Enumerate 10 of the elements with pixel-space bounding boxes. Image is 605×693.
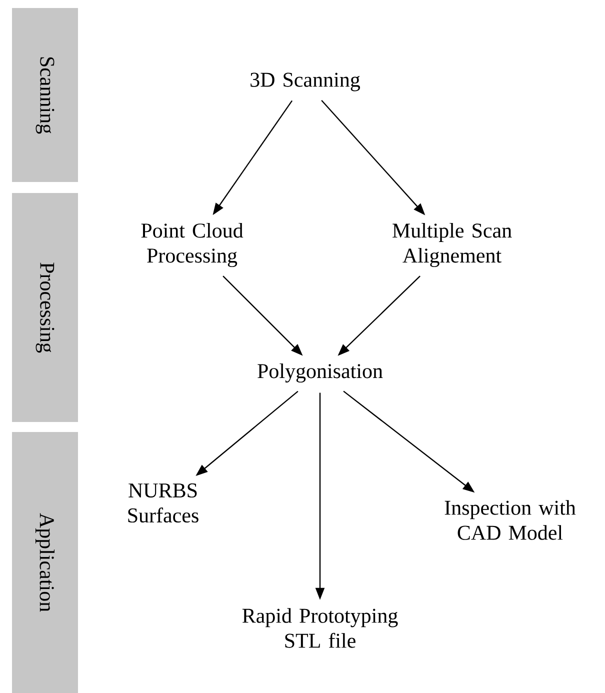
step-label: NURBS Surfaces: [128, 483, 198, 523]
stage-band: Processing: [12, 193, 78, 422]
stage-band: Application: [12, 432, 78, 693]
step-label: Multiple Scan Alignement: [392, 222, 512, 268]
step-label: Rapid Prototyping STL file: [242, 608, 398, 648]
step-label: Polygonisation: [258, 363, 383, 383]
stage-band: Scanning: [12, 8, 78, 182]
step-label: 3D Scanning: [250, 72, 360, 92]
step-label: Inspection with CAD Model: [444, 500, 576, 540]
step-label: Point Cloud Processing: [141, 222, 244, 268]
